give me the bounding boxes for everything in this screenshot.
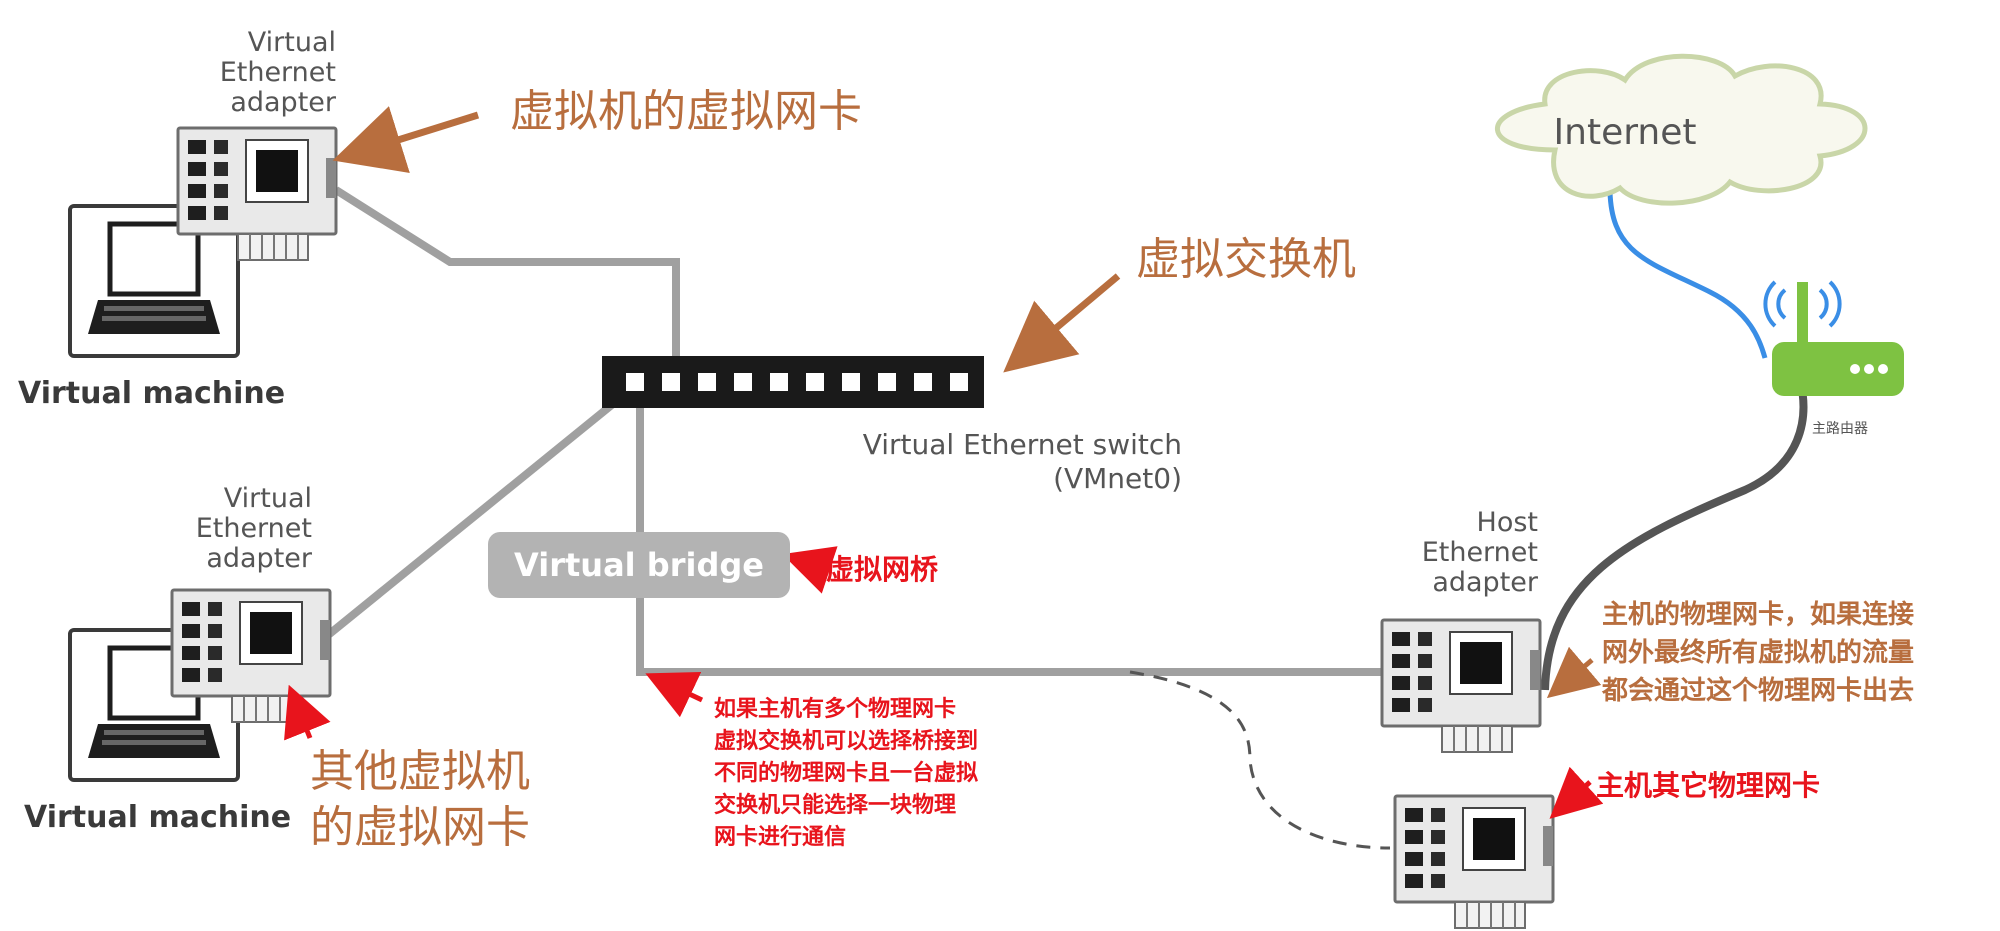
vm2-machine-label: Virtual machine xyxy=(24,800,292,835)
arrow-virtual-switch xyxy=(1003,273,1121,373)
cable-switch-to-host-nic xyxy=(636,382,1385,676)
router-icon xyxy=(1763,280,1904,396)
virtual-bridge-box: Virtual bridge xyxy=(488,532,790,598)
cable-vm2-to-switch xyxy=(319,378,643,644)
arrow-multi-nic xyxy=(645,672,704,718)
arrow-other-vm-nic xyxy=(284,684,331,741)
arrow-other-host-nic xyxy=(1549,766,1604,819)
cable-vm1-to-switch xyxy=(333,186,680,380)
vm1-machine-label: Virtual machine xyxy=(18,376,286,411)
link-router-to-internet xyxy=(1607,191,1768,359)
arrow-vm-nic xyxy=(332,106,480,173)
internet-label: Internet xyxy=(1553,112,1697,153)
dashed-link-other-nic xyxy=(1129,670,1391,850)
router-label: 主路由器 xyxy=(1812,421,1868,437)
annotation-other-vm-nic: 其他虚拟机 的虚拟网卡 xyxy=(310,746,530,853)
cable-host-to-router xyxy=(1541,379,1808,691)
arrow-virtual-bridge xyxy=(782,546,838,594)
annotation-virtual-bridge: 虚拟网桥 xyxy=(826,553,939,586)
virtual-switch-icon xyxy=(602,356,984,408)
arrow-host-nic xyxy=(1546,646,1602,699)
annotation-other-host-nic: 主机其它物理网卡 xyxy=(1596,769,1821,802)
annotation-vm-nic: 虚拟机的虚拟网卡 xyxy=(510,86,862,137)
switch-label: Virtual Ethernet switch (VMnet0) xyxy=(862,428,1182,495)
annotation-host-nic: 主机的物理网卡，如果连接 网外最终所有虚拟机的流量 都会通过这个物理网卡出去 xyxy=(1602,600,1915,706)
vm1-adapter-label: Virtual Ethernet adapter xyxy=(219,27,336,118)
annotation-virtual-switch: 虚拟交换机 xyxy=(1136,234,1356,285)
host-adapter-label: Host Ethernet adapter xyxy=(1421,507,1538,598)
annotation-multi-nic: 如果主机有多个物理网卡 虚拟交换机可以选择桥接到 不同的物理网卡且一台虚拟 交换… xyxy=(714,697,979,850)
host-nic-icon xyxy=(1380,618,1542,754)
other-host-nic-icon xyxy=(1393,794,1555,930)
vm2-adapter-label: Virtual Ethernet adapter xyxy=(195,483,312,574)
internet-cloud-icon xyxy=(1495,53,1868,206)
